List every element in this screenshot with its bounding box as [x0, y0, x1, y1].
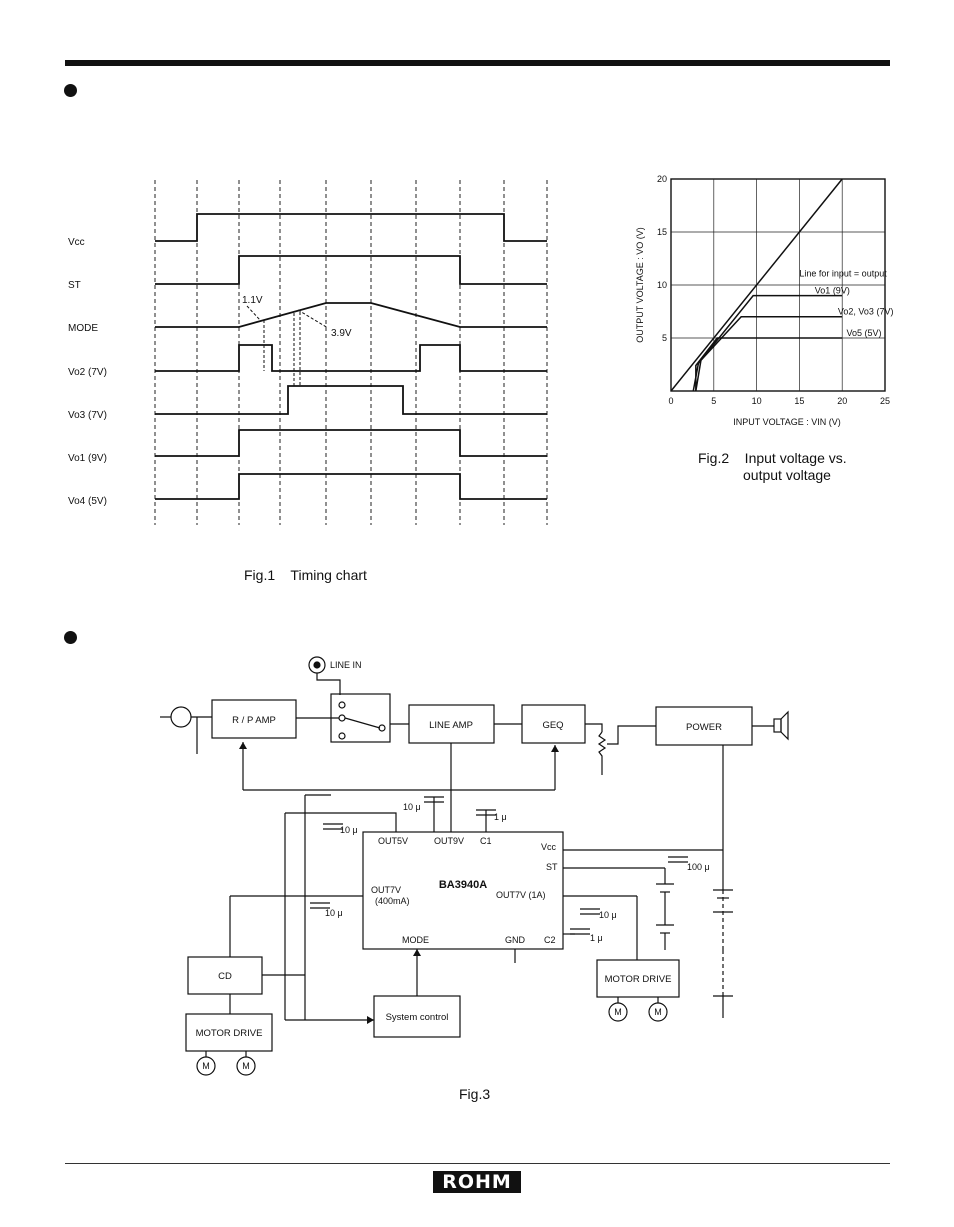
- pin-mode: MODE: [402, 935, 429, 945]
- io-voltage-chart: 0 5 10 15 20 25 5 10 15 20 Line for input = outpu…: [635, 174, 893, 427]
- st-wave: [155, 255, 547, 285]
- motor-1-label: M: [202, 1061, 210, 1071]
- vcc-wave: [155, 213, 547, 242]
- series-line-1: [692, 294, 843, 392]
- cd-label: CD: [218, 971, 232, 982]
- ic-name-label: BA3940A: [439, 879, 487, 891]
- vo1-wave: [155, 429, 547, 457]
- motor-drive-left-block: [185, 1013, 273, 1052]
- pin-out7v-400-sub: (400mA): [375, 896, 410, 906]
- series-annotation-2: Vo2, Vo3 (7V): [838, 307, 894, 317]
- pin-out5v: OUT5V: [378, 836, 408, 846]
- svg-text:Vo3 (7V): Vo3 (7V): [68, 410, 107, 421]
- top-rule: [65, 60, 890, 66]
- cap-1u-b: 1 μ: [590, 933, 603, 943]
- x-tick-label: 25: [880, 396, 890, 406]
- mode-high-annotation: 3.9V: [331, 328, 352, 339]
- motor-drive-right-label: MOTOR DRIVE: [605, 974, 672, 985]
- chart-tick-labels: 0 5 10 15 20 25 5 10 15 20: [657, 174, 890, 406]
- cap-100u: 100 μ: [687, 862, 710, 872]
- pin-c1: C1: [480, 836, 492, 846]
- x-tick-label: 10: [752, 396, 762, 406]
- signal-labels: Vcc ST MODE Vo2 (7V) Vo3 (7V) Vo1 (9V) V…: [68, 237, 107, 507]
- cap-10u-c: 10 μ: [325, 908, 343, 918]
- x-axis-label: INPUT VOLTAGE : VIN (V): [733, 417, 841, 427]
- vo2-wave: [155, 344, 547, 372]
- system-control-label: System control: [386, 1012, 449, 1023]
- series-annotation-0: Line for input = output: [799, 269, 887, 279]
- x-tick-label: 0: [668, 396, 673, 406]
- timing-chart: 1.1V 3.9V Vcc ST MODE Vo2 (7V) Vo3 (7V) …: [68, 180, 548, 525]
- fig1-caption: Fig.1 Timing chart: [244, 567, 367, 583]
- series-line-3: [695, 337, 843, 391]
- svg-text:MODE: MODE: [68, 323, 98, 334]
- svg-text:ST: ST: [68, 280, 81, 291]
- line-amp-label: LINE AMP: [429, 720, 473, 731]
- rp-amp-block: [211, 699, 297, 739]
- power-label: POWER: [686, 722, 722, 733]
- svg-text:Vcc: Vcc: [68, 237, 85, 248]
- series-line-2: [695, 316, 843, 392]
- y-tick-label: 20: [657, 174, 667, 184]
- series-annotation-1: Vo1 (9V): [815, 285, 850, 295]
- pin-out7v-400: OUT7V: [371, 885, 401, 895]
- fig2-caption-line2: output voltage: [743, 467, 831, 483]
- line-in-label: LINE IN: [330, 660, 362, 670]
- pin-gnd: GND: [505, 935, 526, 945]
- pin-c2: C2: [544, 935, 556, 945]
- y-tick-label: 10: [657, 280, 667, 290]
- svg-text:Vo4 (5V): Vo4 (5V): [68, 496, 107, 507]
- mode-low-annotation: 1.1V: [242, 295, 263, 306]
- pin-out7v-1a: OUT7V (1A): [496, 890, 546, 900]
- vo3-wave: [155, 385, 547, 415]
- cap-10u-a: 10 μ: [340, 825, 358, 835]
- series-annotation-3: Vo5 (5V): [846, 328, 881, 338]
- svg-text:Vo1 (9V): Vo1 (9V): [68, 453, 107, 464]
- motor-4-label: M: [654, 1007, 662, 1017]
- geq-label: GEQ: [542, 720, 563, 731]
- vo4-wave: [155, 473, 547, 500]
- rohm-logo: ROHM: [433, 1171, 521, 1193]
- motor-drive-left-label: MOTOR DRIVE: [196, 1028, 263, 1039]
- cap-10u-d: 10 μ: [599, 910, 617, 920]
- motor-3-label: M: [614, 1007, 622, 1017]
- motor-2-label: M: [242, 1061, 250, 1071]
- chart-series: [670, 178, 843, 392]
- motor-drive-right-block: [596, 959, 680, 998]
- y-tick-label: 15: [657, 227, 667, 237]
- y-tick-label: 5: [662, 333, 667, 343]
- application-block-diagram: R / P AMP LINE AMP GEQ POWER CD MOTOR DR…: [160, 656, 789, 1076]
- series-line-0: [670, 178, 843, 392]
- chart-grid: [670, 178, 886, 392]
- x-tick-label: 15: [794, 396, 804, 406]
- pin-out9v: OUT9V: [434, 836, 464, 846]
- mode-wave: [155, 302, 547, 328]
- ic-block: [362, 831, 564, 950]
- svg-text:Vo2 (7V): Vo2 (7V): [68, 367, 107, 378]
- bottom-rule: [65, 1163, 890, 1164]
- x-tick-label: 20: [837, 396, 847, 406]
- cap-10u-b: 10 μ: [403, 802, 421, 812]
- x-tick-label: 5: [711, 396, 716, 406]
- pin-st: ST: [546, 862, 558, 872]
- fig2-caption-line1: Fig.2 Input voltage vs.: [698, 450, 847, 466]
- rp-amp-label: R / P AMP: [232, 715, 276, 726]
- fig3-caption: Fig.3: [459, 1086, 491, 1102]
- section-bullet-1: [64, 84, 77, 97]
- pin-vcc: Vcc: [541, 842, 557, 852]
- cap-1u-a: 1 μ: [494, 812, 507, 822]
- y-axis-label: OUTPUT VOLTAGE : VO (V): [635, 227, 645, 343]
- section-bullet-2: [64, 631, 77, 644]
